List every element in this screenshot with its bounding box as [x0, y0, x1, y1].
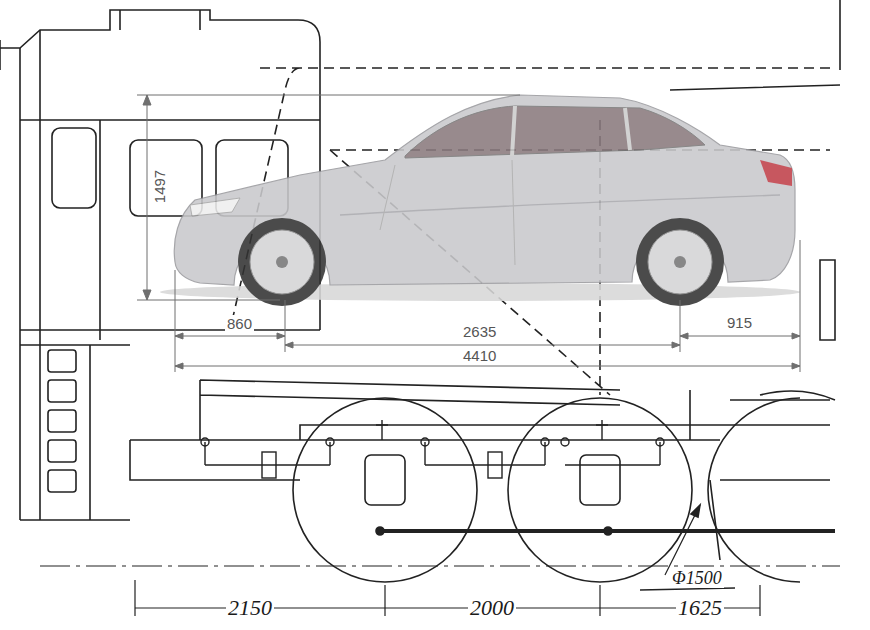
locomotive-drawing	[0, 0, 840, 616]
car-illustration	[160, 95, 800, 306]
diameter-label: Φ1500	[670, 568, 724, 588]
dimension-label: 1625	[676, 596, 724, 620]
dimension-label: 2150	[226, 596, 274, 620]
dimension-label: 2000	[468, 596, 516, 620]
dimension-label: 4410	[461, 347, 498, 364]
dimension-label: 915	[725, 314, 754, 331]
car-dimension-lines	[137, 95, 800, 372]
dimension-label: 860	[225, 315, 254, 332]
height-dimension: 1497	[151, 168, 168, 205]
dimension-label: 2635	[461, 323, 498, 340]
